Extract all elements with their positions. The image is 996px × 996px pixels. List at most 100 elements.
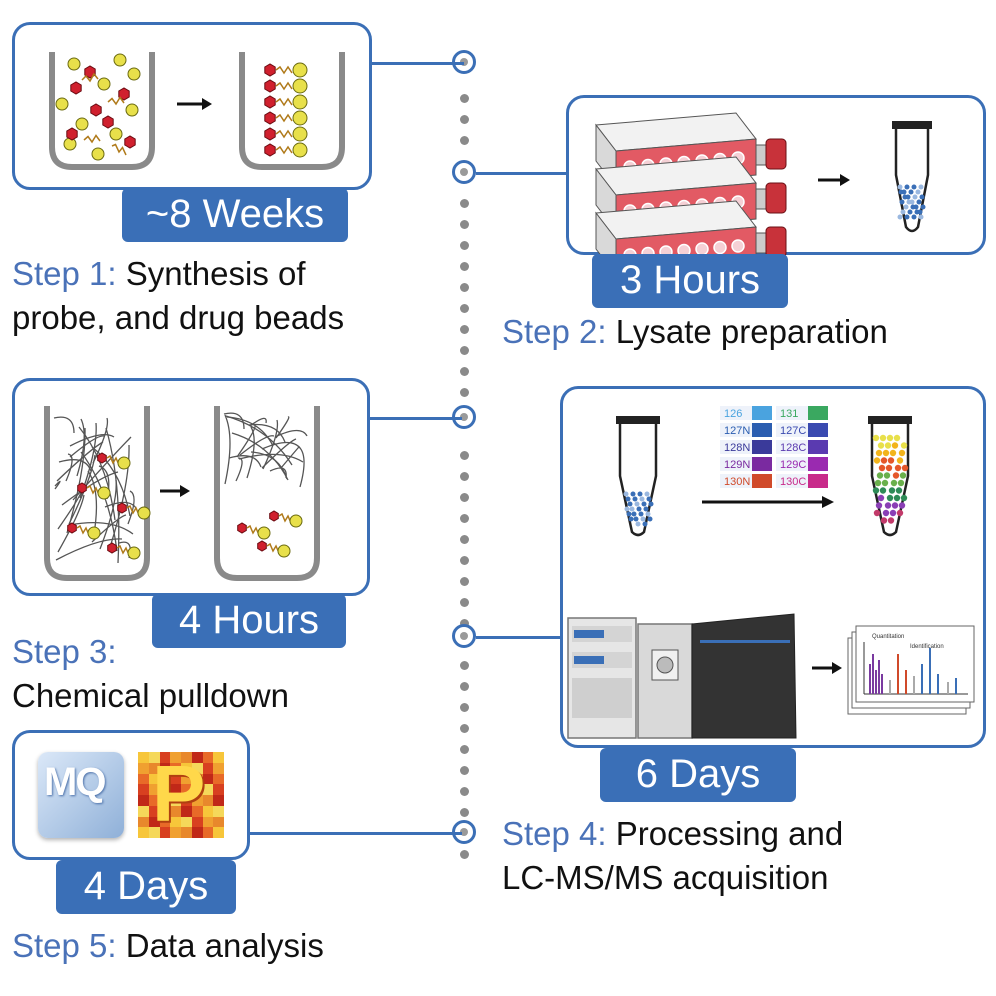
timeline-dot <box>460 283 469 292</box>
bead <box>75 117 89 131</box>
timeline-dot <box>460 598 469 607</box>
protein-dot <box>626 511 632 517</box>
protein-strand <box>280 446 300 469</box>
timeline-dot <box>460 493 469 502</box>
protein-strand <box>110 444 130 545</box>
protein-strand <box>238 453 304 463</box>
step3-duration-badge: 4 Hours <box>152 594 346 648</box>
protein-dot <box>646 496 652 502</box>
perseus-icon-text: P <box>152 752 206 838</box>
lysate-protein <box>918 214 924 220</box>
labeled-peptide <box>898 449 906 457</box>
heatmap-cell <box>148 827 160 838</box>
lysate-protein <box>911 214 917 220</box>
protein-strand <box>56 441 104 482</box>
heatmap-cell <box>213 784 224 795</box>
labeled-peptide <box>896 457 904 464</box>
timeline-dot <box>460 325 469 334</box>
timeline-dot <box>460 514 469 523</box>
tmt-label-text: 127N <box>724 425 750 437</box>
labeled-peptide <box>873 509 881 517</box>
heatmap-cell <box>191 784 203 795</box>
spectrum-quant-label: Quantitation <box>872 634 904 640</box>
labeled-peptide <box>888 487 896 494</box>
tmt-label-left: 130N <box>720 474 772 488</box>
heatmap-cell <box>213 773 224 785</box>
drug-molecule <box>269 510 279 522</box>
tmt-label-right: 128C <box>776 440 828 454</box>
heatmap-cell <box>191 752 203 763</box>
protein-strand <box>68 522 134 535</box>
linker <box>106 454 120 466</box>
labeled-peptide <box>879 487 887 494</box>
protein-strand <box>76 418 85 477</box>
labeled-peptide <box>883 472 891 479</box>
lysate-protein <box>899 199 905 205</box>
heatmap-cell <box>159 795 171 806</box>
protein-dot <box>629 506 635 512</box>
labeled-peptide <box>900 442 908 449</box>
tmt-label-text: 126 <box>724 408 742 420</box>
step3-connector <box>370 417 462 420</box>
drug-molecule <box>77 482 87 494</box>
linker <box>111 143 127 156</box>
heatmap-cell <box>159 784 171 795</box>
spectrum-ident-label: Identification <box>910 644 944 650</box>
protein-dot <box>644 491 650 497</box>
labeled-peptide <box>875 502 883 509</box>
timeline-dot <box>460 808 469 817</box>
linker <box>275 113 293 123</box>
drug-molecule <box>124 135 136 149</box>
drug-molecule <box>264 127 276 141</box>
heatmap-cell <box>202 784 214 795</box>
heatmap-cell <box>159 805 171 817</box>
flask-cap <box>765 138 787 170</box>
heatmap-cell <box>191 827 203 838</box>
protein-strand <box>274 429 308 438</box>
heatmap-cell <box>138 805 149 817</box>
step1-panel <box>12 22 372 190</box>
heatmap-cell <box>191 805 203 817</box>
step5-duration-badge: 4 Days <box>56 860 236 914</box>
bead <box>292 142 308 158</box>
heatmap-cell <box>148 805 160 817</box>
labeled-peptide <box>872 434 880 442</box>
tmt-label-right: 127C <box>776 423 828 437</box>
timeline-dot <box>460 220 469 229</box>
step1-duration-badge: ~8 Weeks <box>122 188 348 242</box>
protein-dot <box>638 511 644 517</box>
step3-pulldown-illustration <box>44 406 320 581</box>
linker <box>76 524 90 536</box>
protein-dot <box>628 516 634 522</box>
heatmap-cell <box>138 752 149 763</box>
lysate-protein <box>902 194 908 200</box>
linker <box>126 504 140 516</box>
protein-strand <box>53 416 75 434</box>
protein-strand <box>224 414 231 485</box>
labeled-peptide <box>881 479 889 487</box>
heatmap-cell <box>138 827 149 838</box>
linker <box>107 96 125 106</box>
timeline-dot <box>460 136 469 145</box>
protein-strand <box>69 435 105 458</box>
bead <box>97 77 111 91</box>
step4-description: Step 4: Processing and LC-MS/MS acquisit… <box>502 812 843 900</box>
linker <box>81 72 99 83</box>
step4-duration-badge: 6 Days <box>600 748 796 802</box>
labeled-peptide <box>891 442 899 449</box>
labeled-peptide <box>873 457 881 464</box>
perseus-icon: P <box>138 752 224 838</box>
tmt-label-left: 127N <box>720 423 772 437</box>
tmt-label-text: 130N <box>724 476 750 488</box>
step4-text-line1: Processing and <box>615 815 844 852</box>
labeled-peptide <box>886 494 894 502</box>
labeled-peptide <box>899 472 907 479</box>
drug-molecule <box>67 522 77 534</box>
heatmap-cell <box>148 795 160 806</box>
protein-dot <box>625 496 631 502</box>
timeline-dot <box>460 724 469 733</box>
heatmap-cell <box>202 773 214 785</box>
heatmap-cell <box>170 784 181 795</box>
bead <box>109 127 123 141</box>
